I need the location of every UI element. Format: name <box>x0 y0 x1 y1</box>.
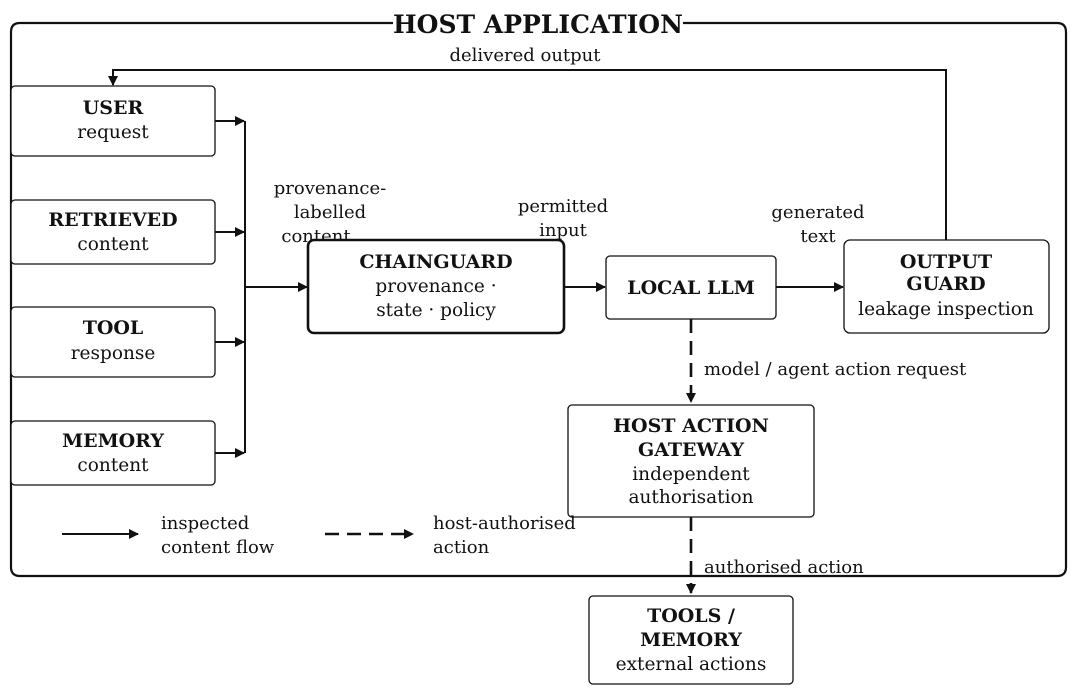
provenance-label-1: provenance- <box>274 178 387 199</box>
action-request-label: model / agent action request <box>704 359 967 380</box>
tools-memory-name-1: TOOLS / <box>647 605 735 627</box>
source-memory-name: MEMORY <box>62 430 164 452</box>
source-memory-sub: content <box>77 455 149 476</box>
provenance-label-2: labelled <box>294 202 366 223</box>
chainguard-line1: provenance · <box>375 276 496 297</box>
output-guard-box: OUTPUT GUARD leakage inspection <box>843 239 1050 334</box>
chainguard-box: CHAINGUARD provenance · state · policy <box>306 238 566 335</box>
source-user: USER request <box>10 85 216 157</box>
source-user-name: USER <box>83 97 144 119</box>
tools-memory-sub: external actions <box>616 654 767 675</box>
legend-dashed-label-2: action <box>433 537 490 558</box>
tools-memory-box: TOOLS / MEMORY external actions <box>588 595 794 685</box>
output-guard-name-1: OUTPUT <box>900 251 992 273</box>
gateway-name-1: HOST ACTION <box>613 415 769 437</box>
host-application-title: HOST APPLICATION <box>393 10 683 39</box>
legend-solid-label-2: content flow <box>161 537 275 558</box>
source-tool: TOOL response <box>10 306 216 378</box>
source-memory: MEMORY content <box>10 420 216 486</box>
gateway-sub-2: authorisation <box>628 487 753 508</box>
gateway-name-2: GATEWAY <box>638 439 744 461</box>
delivered-output-label: delivered output <box>449 45 601 66</box>
local-llm-box: LOCAL LLM <box>605 255 777 320</box>
legend-solid-label-1: inspected <box>161 513 249 534</box>
output-guard-name-2: GUARD <box>906 273 985 295</box>
delivered-output-arrow <box>108 69 947 240</box>
output-guard-sub: leakage inspection <box>858 299 1034 320</box>
gateway-sub-1: independent <box>632 464 750 485</box>
generated-text-label-2: text <box>800 226 836 247</box>
authorised-action-label: authorised action <box>704 557 864 578</box>
host-application-frame <box>9 21 1068 578</box>
chainguard-line2: state · policy <box>376 300 496 321</box>
tools-memory-name-2: MEMORY <box>640 629 742 651</box>
legend: inspected content flow host-authorised a… <box>62 513 576 558</box>
source-retrieved-name: RETRIEVED <box>48 209 177 231</box>
source-user-sub: request <box>77 122 149 143</box>
permitted-input-label-1: permitted <box>518 196 608 217</box>
source-tool-sub: response <box>71 343 156 364</box>
permitted-input-label-2: input <box>539 220 587 241</box>
source-retrieved-sub: content <box>77 234 149 255</box>
source-tool-name: TOOL <box>83 317 144 339</box>
generated-text-label-1: generated <box>771 202 864 223</box>
host-action-gateway-box: HOST ACTION GATEWAY independent authoris… <box>567 404 815 518</box>
source-retrieved: RETRIEVED content <box>10 199 216 265</box>
legend-dashed-label-1: host-authorised <box>433 513 576 534</box>
chainguard-name: CHAINGUARD <box>359 251 512 273</box>
local-llm-name: LOCAL LLM <box>627 277 755 299</box>
